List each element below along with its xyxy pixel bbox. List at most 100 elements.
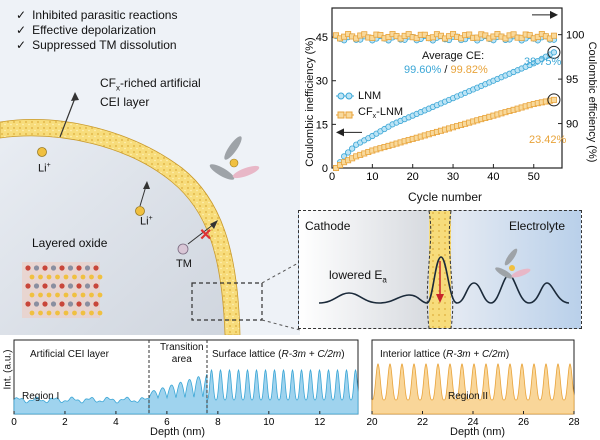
crystal-atom — [33, 301, 40, 307]
crystal-atom — [46, 274, 52, 280]
ce-efficiency-point — [474, 34, 481, 41]
lattice-x-tick-label: 4 — [113, 417, 119, 428]
end-value-highlight — [547, 93, 561, 107]
cfx-end-value: 23.42% — [529, 134, 567, 146]
ce-efficiency-point — [550, 32, 557, 39]
li-label: Li+ — [38, 162, 51, 175]
end-value-highlight — [547, 45, 561, 59]
crystal-atom — [42, 301, 48, 307]
crystal-atom — [50, 301, 57, 307]
crystal-atom — [42, 283, 48, 289]
ce-inefficiency-point — [345, 149, 352, 156]
interior-lattice-label: Interior lattice (R-3m + C/2m) — [380, 349, 510, 360]
crystal-atom — [97, 292, 103, 298]
crystal-atom — [93, 283, 99, 289]
region-2-label: Region II — [448, 391, 489, 402]
li-label-2: Li+ — [140, 215, 153, 228]
lattice-intensity — [206, 368, 359, 415]
x-tick-label: 30 — [447, 171, 459, 183]
interface-panel: Cathode Electrolyte lowered Ea — [298, 210, 582, 329]
lattice-x-tick-label: 20 — [366, 417, 378, 428]
ce-efficiency-point — [526, 32, 533, 39]
ce-efficiency-point — [413, 35, 420, 42]
lattice-x-tick-label: 0 — [11, 417, 17, 428]
crystal-atom — [63, 274, 69, 280]
lattice-x-tick-label: 26 — [518, 417, 530, 428]
crystal-atom — [80, 292, 86, 298]
ce-efficiency-point — [518, 34, 525, 41]
ce-left-ylabel: Coulombic inefficiency (%) — [304, 37, 316, 167]
legend-item-cfx: CFx-LNM — [336, 104, 403, 125]
ce-efficiency-point — [466, 31, 473, 38]
schematic-panel: ✕ — [0, 0, 300, 335]
check-icon: ✓ — [16, 8, 27, 22]
cei-layer — [0, 119, 241, 335]
solvent-molecule-icon-2 — [495, 248, 531, 279]
legend-item-lnm: LNM — [336, 88, 403, 104]
crystal-atom — [72, 310, 77, 316]
crystal-atom — [93, 301, 99, 307]
crystal-atom — [63, 310, 69, 316]
crystal-atom — [55, 292, 60, 298]
surface-lattice-label: Surface lattice (R-3m + C/2m) — [212, 349, 345, 360]
crystal-atom — [29, 292, 35, 298]
crystal-atom — [84, 301, 91, 307]
crystal-atom — [29, 310, 35, 316]
crystal-atom — [76, 265, 82, 271]
benefit-item: ✓Suppressed TM dissolution — [16, 38, 177, 52]
crystal-atom — [67, 265, 74, 271]
crystal-atom — [25, 301, 31, 307]
check-icon: ✓ — [16, 23, 27, 37]
benefits-list: ✓Inhibited parasitic reactions ✓Effectiv… — [16, 8, 177, 53]
ce-inefficiency-point — [550, 49, 558, 56]
ce-efficiency-point — [458, 35, 465, 42]
crystal-atom — [55, 310, 60, 316]
tm-ion — [177, 243, 189, 255]
li-ion-2 — [135, 206, 145, 216]
lattice-left-ylabel: Int. (a.u.) — [2, 349, 14, 390]
ce-inefficiency-point — [550, 96, 557, 103]
crystal-atom — [25, 283, 31, 289]
crystal-atom — [80, 310, 86, 316]
check-icon: ✓ — [16, 38, 27, 52]
crystal-atom — [72, 292, 77, 298]
crystal-atom — [25, 265, 31, 271]
x-tick-label: 40 — [487, 171, 499, 183]
crystal-atom — [59, 301, 65, 307]
crystal-atom — [38, 292, 43, 298]
lattice-x-tick-label: 6 — [164, 417, 170, 428]
cathode-label: Cathode — [305, 219, 351, 233]
crystal-atom — [42, 265, 48, 271]
crystal-atom — [63, 292, 69, 298]
benefit-item: ✓Inhibited parasitic reactions — [16, 8, 178, 22]
lattice-intensity — [371, 363, 575, 415]
crystal-atom — [67, 283, 74, 289]
barrier-label: lowered Ea — [329, 268, 387, 285]
region-1-label: Region I — [22, 391, 60, 402]
cei-label: CFx-riched artificial CEI layer — [100, 76, 201, 110]
crystal-atom — [80, 274, 86, 280]
y-right-tick-label: 100 — [566, 30, 584, 42]
crystal-atom — [38, 310, 43, 316]
x-tick-label: 50 — [528, 171, 540, 183]
lattice-x-tick-label: 12 — [314, 417, 326, 428]
lattice-x-tick-label: 24 — [467, 417, 479, 428]
ce-efficiency-point — [510, 31, 517, 38]
y-right-tick-label: 95 — [566, 74, 578, 86]
tm-label: TM — [176, 258, 192, 270]
crystal-atom — [46, 292, 52, 298]
benefit-item: ✓Effective depolarization — [16, 23, 156, 37]
x-tick-label: 20 — [407, 171, 419, 183]
lattice-right-xlabel: Depth (nm) — [450, 426, 506, 438]
ce-right-ylabel: Coulombic efficiency (%) — [586, 41, 598, 163]
ce-efficiency-point — [421, 31, 428, 38]
li-ion — [37, 147, 47, 157]
x-tick-label: 0 — [329, 171, 335, 183]
y-left-tick-label: 0 — [322, 163, 328, 175]
y-left-tick-label: 15 — [316, 119, 328, 131]
lattice-intensity — [13, 396, 150, 415]
crystal-atom — [33, 265, 40, 271]
